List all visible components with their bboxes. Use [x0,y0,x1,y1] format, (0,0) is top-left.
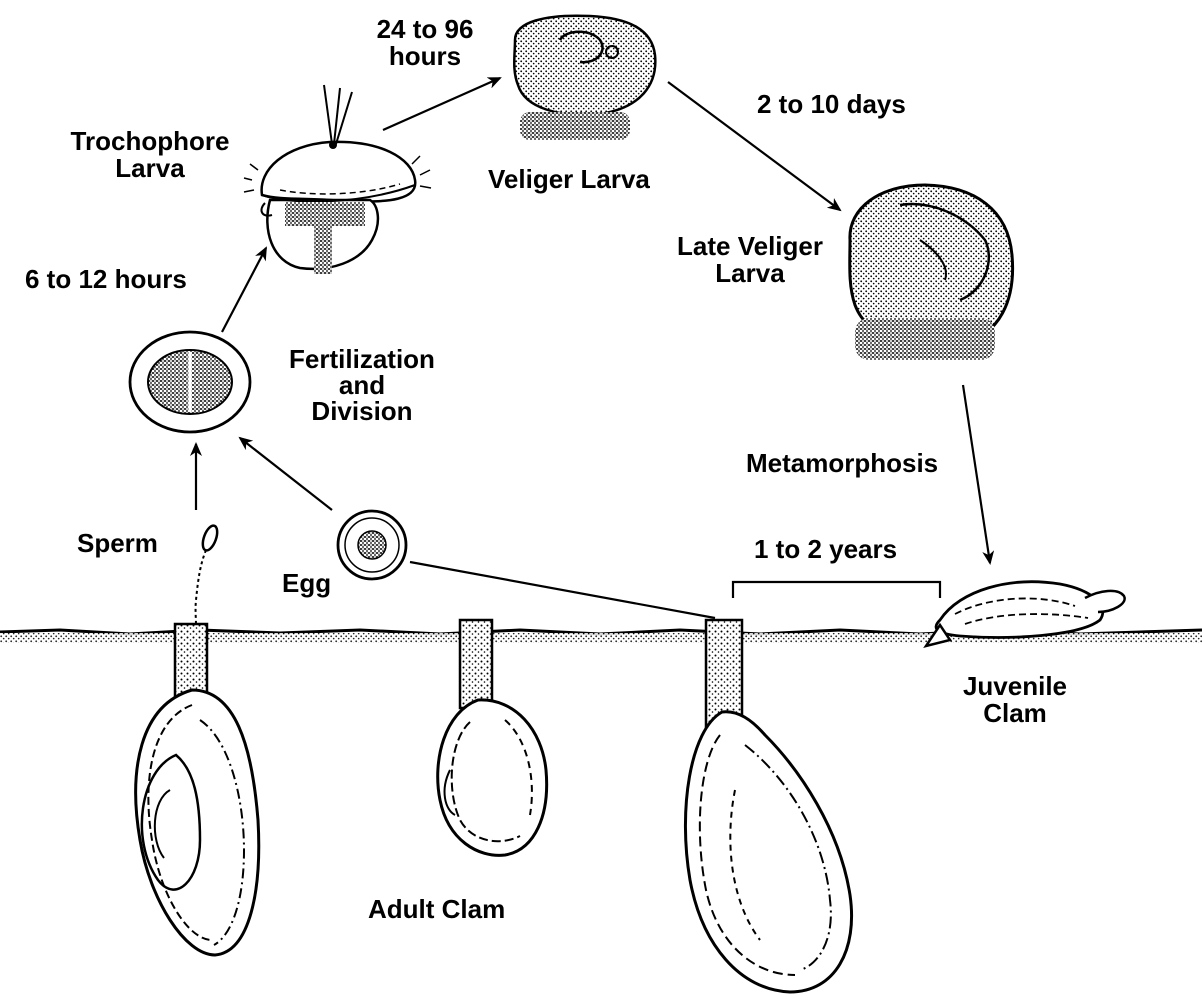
adult-clam-left-drawing [136,624,259,955]
label-juvenile-line1: Juvenile [945,673,1085,700]
label-juvenile-clam: Juvenile Clam [945,673,1085,727]
label-sperm: Sperm [77,530,158,557]
sperm-drawing [196,524,221,625]
label-6-to-12-hours: 6 to 12 hours [25,266,187,293]
dividing-zygote-drawing [130,332,250,432]
label-fertilization-line2: and [262,372,462,398]
label-fertilization-line1: Fertilization [262,346,462,372]
arrow-trochophore-to-veliger [383,78,500,130]
label-trochophore-larva: Trochophore Larva [55,128,245,182]
label-24-to-96-line2: hours [355,43,495,70]
label-trochophore-line1: Trochophore [55,128,245,155]
label-late-veliger-line2: Larva [650,260,850,287]
veliger-larva-drawing [514,16,655,140]
adult-clam-middle-drawing [438,620,547,855]
adult-clam-right-drawing [685,620,851,992]
label-24-to-96-line1: 24 to 96 [355,16,495,43]
label-veliger-larva: Veliger Larva [488,166,650,193]
arrow-egg-to-zygote [240,438,332,510]
label-late-veliger-line1: Late Veliger [650,233,850,260]
label-trochophore-line2: Larva [55,155,245,182]
label-egg: Egg [282,570,331,597]
label-2-to-10-days: 2 to 10 days [757,91,906,118]
label-late-veliger-larva: Late Veliger Larva [650,233,850,287]
late-veliger-larva-drawing [850,185,1013,360]
label-metamorphosis: Metamorphosis [746,450,938,477]
label-24-to-96-hours: 24 to 96 hours [355,16,495,70]
arrow-late-veliger-to-juvenile [963,385,990,563]
egg-drawing [338,511,406,579]
label-adult-clam: Adult Clam [368,896,505,923]
label-fertilization-line3: Division [262,398,462,424]
arrow-division-to-trochophore [222,248,266,332]
years-bracket [733,582,940,598]
label-fertilization-and-division: Fertilization and Division [262,346,462,424]
trochophore-larva-drawing [244,85,431,274]
egg-release-line [410,562,715,618]
label-1-to-2-years: 1 to 2 years [754,536,897,563]
label-juvenile-line2: Clam [945,700,1085,727]
